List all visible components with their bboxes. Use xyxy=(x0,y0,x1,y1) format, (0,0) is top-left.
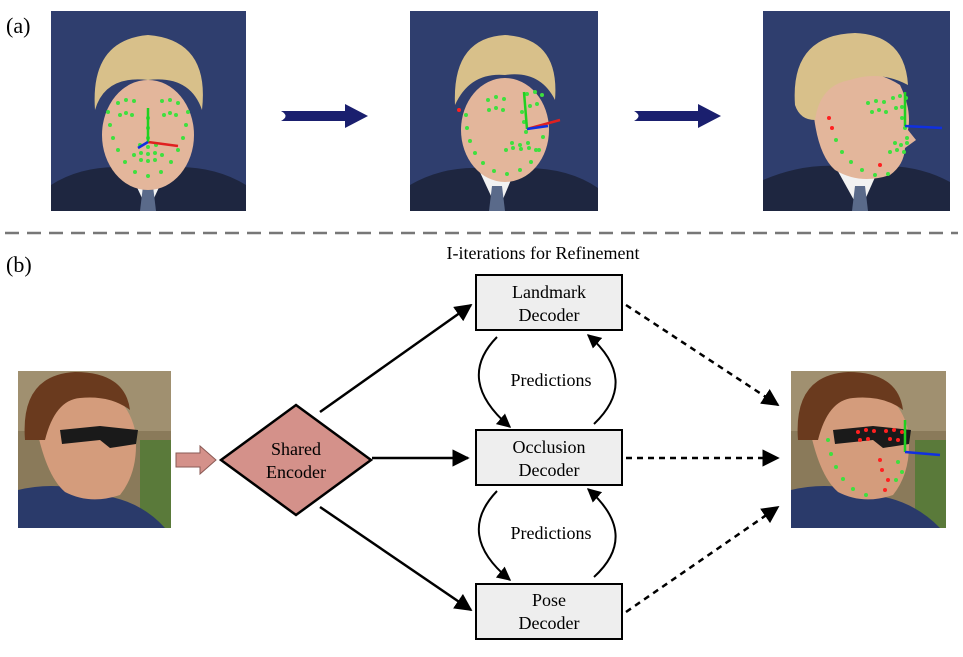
input-arrow xyxy=(175,444,217,476)
occlusion-decoder-label-line2: Decoder xyxy=(519,460,580,480)
predictions-label-upper: Predictions xyxy=(511,370,592,390)
pose-decoder-label-line2: Decoder xyxy=(519,613,580,633)
refinement-title: I-iterations for Refinement xyxy=(447,243,640,263)
pose-decoder-label-line1: Pose xyxy=(532,590,566,610)
occlusion-decoder-node xyxy=(475,429,623,486)
sequence-arrow-2 xyxy=(634,104,721,128)
landmark-decoder-label-line1: Landmark xyxy=(512,282,586,302)
face-photo-profile xyxy=(763,11,950,211)
landmark-decoder-node xyxy=(475,274,623,331)
pose-output-arrow xyxy=(625,505,780,614)
panel-b-label: (b) xyxy=(6,252,32,277)
encoder-to-pose-arrow xyxy=(319,505,473,612)
pose-to-occlusion-loop xyxy=(586,488,617,578)
shared-encoder-label-line1: Shared xyxy=(271,439,321,459)
occlusion-to-landmark-loop xyxy=(586,334,617,425)
shared-encoder-label-line2: Encoder xyxy=(266,462,326,482)
face-photo-half-turned xyxy=(410,11,598,211)
shared-encoder-node xyxy=(218,403,374,517)
encoder-to-landmark-arrow xyxy=(319,303,473,414)
predictions-label-lower: Predictions xyxy=(511,523,592,543)
landmark-decoder-label-line2: Decoder xyxy=(519,305,580,325)
occlusion-decoder-label-line1: Occlusion xyxy=(513,437,586,457)
pose-decoder-node xyxy=(475,583,623,640)
input-face-photo xyxy=(18,371,171,528)
occlusion-to-pose-loop xyxy=(477,490,512,581)
face-photo-frontal xyxy=(51,11,246,211)
panel-a-label: (a) xyxy=(6,13,30,38)
output-face-photo xyxy=(791,371,946,528)
landmark-to-occlusion-loop xyxy=(477,336,512,428)
sequence-arrow-1 xyxy=(281,104,368,128)
landmark-output-arrow xyxy=(625,303,780,407)
